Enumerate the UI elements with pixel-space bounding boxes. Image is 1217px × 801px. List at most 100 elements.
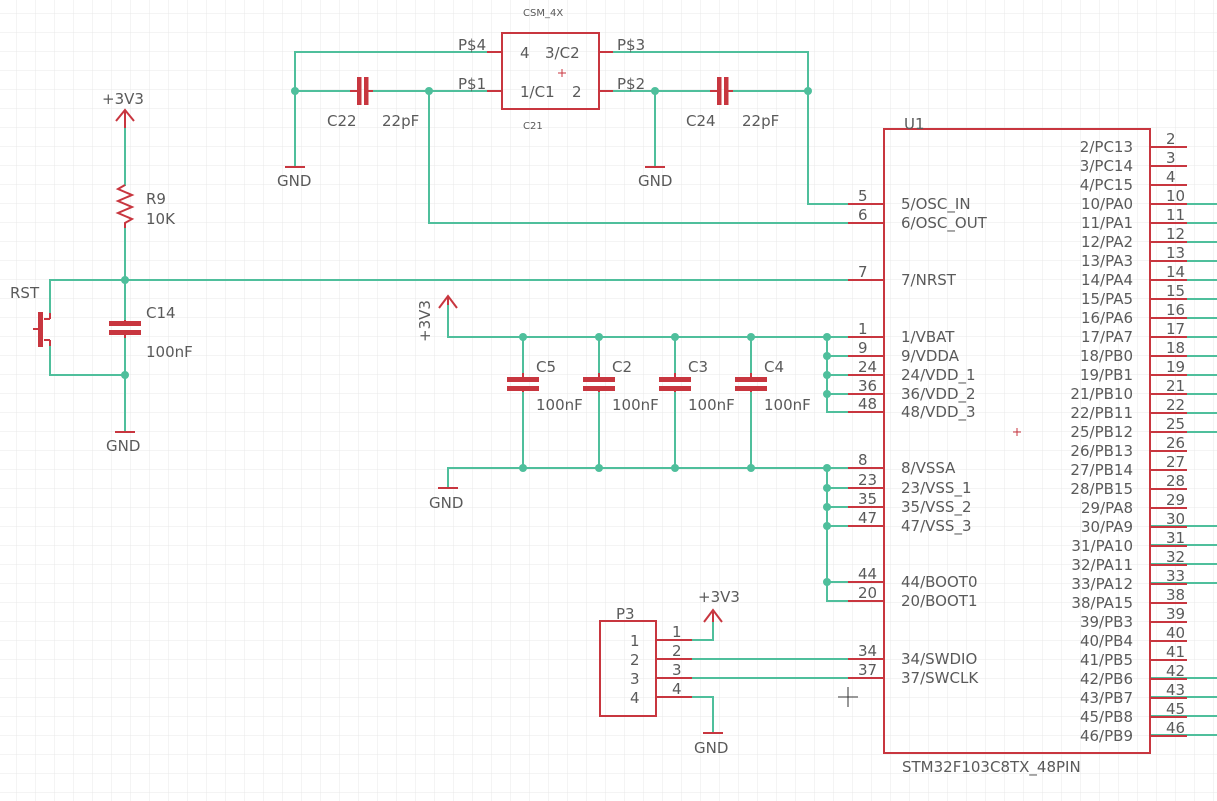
- u1-pin-name: 32/PA11: [1071, 556, 1133, 574]
- crystal-csm4x[interactable]: [487, 32, 613, 110]
- capacitor-c22[interactable]: [350, 77, 373, 105]
- net-p1-label: P$1: [458, 75, 486, 93]
- junction-dot: [823, 333, 831, 341]
- junction-dot: [121, 276, 129, 284]
- u1-pin-name: 22/PB11: [1070, 404, 1133, 422]
- junction-dot: [121, 371, 129, 379]
- u1-pin-number: 25: [1166, 415, 1185, 433]
- vcc-arrow: [115, 108, 135, 128]
- resistor-r9[interactable]: [115, 184, 135, 228]
- u1-pin-name: 28/PB15: [1070, 480, 1133, 498]
- crystal-pin1-label: 1/C1: [520, 83, 555, 101]
- capacitor-c24[interactable]: [710, 77, 733, 105]
- crystal-ref-label: C21: [523, 121, 543, 132]
- u1-pin-number: 37: [858, 661, 877, 679]
- u1-pin-number: 12: [1166, 225, 1185, 243]
- c2-value-label: 100nF: [612, 396, 659, 414]
- junction-dot: [823, 503, 831, 511]
- net-p2-label: P$2: [617, 75, 645, 93]
- mcu-u1[interactable]: [883, 128, 1151, 754]
- u1-pin-name: 8/VSSA: [901, 459, 956, 477]
- p3-pin-label: 4: [630, 689, 640, 707]
- u1-pin-number: 48: [858, 395, 877, 413]
- p3-pin-label: 2: [630, 651, 640, 669]
- capacitor-c2[interactable]: [583, 373, 615, 392]
- u1-pin-name: 44/BOOT0: [901, 573, 978, 591]
- u1-pin-number: 42: [1166, 662, 1185, 680]
- vcc-arrow: [438, 294, 458, 309]
- reset-button[interactable]: [33, 312, 51, 347]
- u1-pin-name: 34/SWDIO: [901, 650, 977, 668]
- junction-dot: [519, 464, 527, 472]
- junction-dot: [671, 333, 679, 341]
- capacitor-c14[interactable]: [109, 320, 141, 338]
- p3-pin-num: 2: [672, 642, 682, 660]
- u1-pin-name: 48/VDD_3: [901, 403, 976, 422]
- u1-pin-number: 9: [858, 339, 868, 357]
- c22-name-label: C22: [327, 112, 357, 130]
- capacitor-c3[interactable]: [659, 373, 691, 392]
- u1-pin-number: 34: [858, 642, 877, 660]
- junction-dot: [595, 464, 603, 472]
- u1-pin-number: 46: [1166, 719, 1185, 737]
- junction-dot: [823, 390, 831, 398]
- u1-pin-number: 33: [1166, 567, 1185, 585]
- u1-pin-number: 5: [858, 187, 868, 205]
- net-p3-label: P$3: [617, 36, 645, 54]
- r9-value-label: 10K: [146, 210, 176, 228]
- junction-dot: [747, 464, 755, 472]
- u1-pin-name: 2/PC13: [1080, 138, 1133, 156]
- header-p3[interactable]: [599, 620, 692, 717]
- u1-pin-name: 14/PA4: [1081, 271, 1133, 289]
- u1-pin-name: 35/VSS_2: [901, 498, 972, 517]
- net-p4-label: P$4: [458, 36, 486, 54]
- u1-pin-name: 21/PB10: [1070, 385, 1133, 403]
- u1-pin-number: 22: [1166, 396, 1185, 414]
- u1-pin-name: 4/PC15: [1080, 176, 1133, 194]
- u1-pin-number: 39: [1166, 605, 1185, 623]
- gnd-label: GND: [429, 494, 463, 512]
- c24-value-label: 22pF: [742, 112, 779, 130]
- junction-dot: [747, 333, 755, 341]
- u1-pin-number: 17: [1166, 320, 1185, 338]
- junction-dot: [823, 371, 831, 379]
- rst-name-label: RST: [10, 284, 40, 302]
- u1-pin-name: 46/PB9: [1080, 727, 1133, 745]
- u1-pin-name: 27/PB14: [1070, 461, 1133, 479]
- vcc-label: +3V3: [416, 300, 434, 342]
- u1-pin-number: 31: [1166, 529, 1185, 547]
- crystal-pin3-label: 3/C2: [545, 44, 580, 62]
- u1-pin-name: 38/PA15: [1071, 594, 1133, 612]
- c3-name-label: C3: [688, 358, 708, 376]
- u1-pin-name: 5/OSC_IN: [901, 195, 971, 214]
- u1-pin-name: 10/PA0: [1081, 195, 1133, 213]
- vcc-arrow: [703, 608, 723, 623]
- u1-pin-number: 41: [1166, 643, 1185, 661]
- u1-pin-number: 13: [1166, 244, 1185, 262]
- u1-pin-number: 21: [1166, 377, 1185, 395]
- u1-pin-number: 6: [858, 206, 868, 224]
- u1-pin-name: 19/PB1: [1080, 366, 1133, 384]
- u1-pin-number: 15: [1166, 282, 1185, 300]
- gnd-symbol: [285, 166, 305, 168]
- u1-pin-number: 40: [1166, 624, 1185, 642]
- junction-dot: [595, 333, 603, 341]
- u1-pin-name: 9/VDDA: [901, 347, 960, 365]
- u1-pin-name: 39/PB3: [1080, 613, 1133, 631]
- capacitor-c5[interactable]: [507, 373, 539, 392]
- u1-pin-number: 36: [858, 377, 877, 395]
- u1-pin-name: 16/PA6: [1081, 309, 1133, 327]
- u1-pin-number: 44: [858, 565, 877, 583]
- u1-part-label: STM32F103C8TX_48PIN: [902, 758, 1081, 777]
- capacitor-c4[interactable]: [735, 373, 767, 392]
- u1-pin-name: 13/PA3: [1081, 252, 1133, 270]
- c24-name-label: C24: [686, 112, 716, 130]
- u1-pin-number: 35: [858, 490, 877, 508]
- u1-pin-number: 1: [858, 320, 868, 338]
- gnd-label: GND: [277, 172, 311, 190]
- u1-pin-number: 10: [1166, 187, 1185, 205]
- r9-name-label: R9: [146, 190, 166, 208]
- u1-pin-name: 42/PB6: [1080, 670, 1133, 688]
- u1-pin-number: 32: [1166, 548, 1185, 566]
